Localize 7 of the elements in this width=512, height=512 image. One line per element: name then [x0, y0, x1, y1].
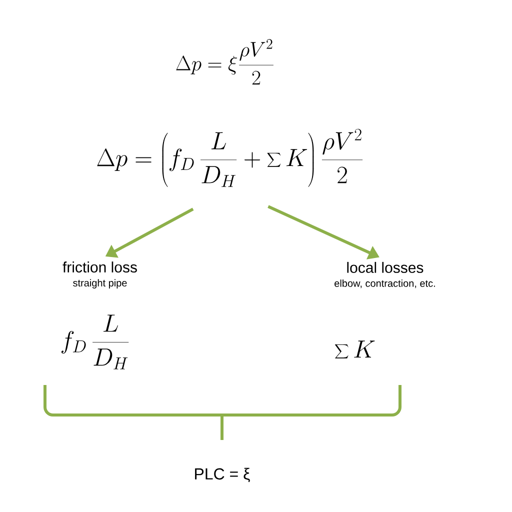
- term-label: friction loss straight pipe: [62, 262, 137, 288]
- term-formula: $\sum K$: [335, 340, 375, 358]
- equation: $\Delta p = \xi \frac{\rho V^2}{2}$: [176, 39, 274, 85]
- term-formula: $f_D\,\frac{L}{D_H}$: [61, 314, 129, 370]
- term-label: local losses elbow, contraction, etc.: [334, 262, 435, 288]
- result-label: PLC = ξ: [195, 468, 250, 482]
- equation: $\Delta p = \left(f_D\,\frac{L}{D_H} + \sum K\right)\frac{\rho V^2}{2}$: [97, 128, 363, 187]
